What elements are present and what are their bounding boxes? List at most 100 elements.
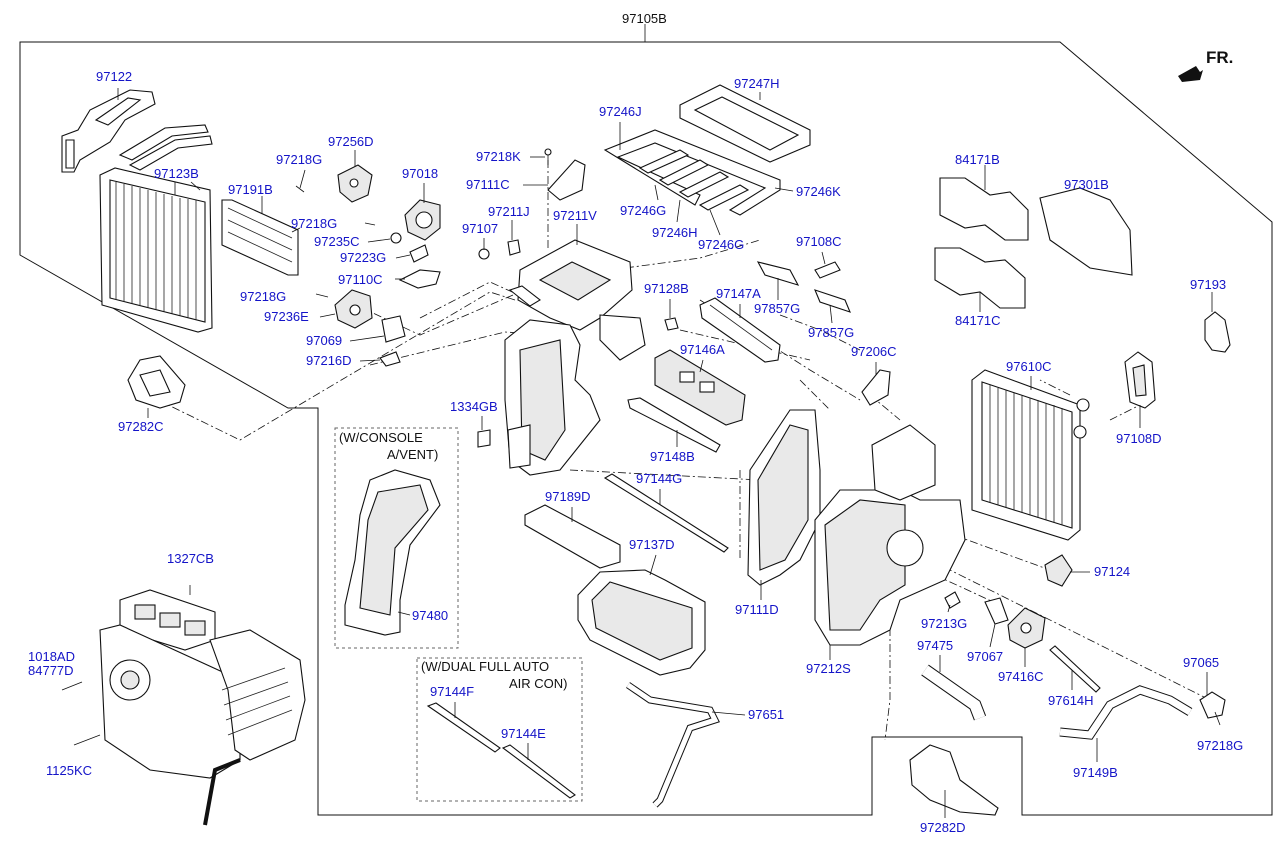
label-97189D[interactable]: 97189D — [545, 489, 591, 504]
label-97111C[interactable]: 97111C — [466, 177, 510, 192]
actuator-97124 — [1044, 554, 1073, 587]
label-97148B[interactable]: 97148B — [650, 449, 695, 464]
label-97282C[interactable]: 97282C — [118, 419, 164, 434]
console-variant-box — [334, 427, 459, 649]
label-97236E[interactable]: 97236E — [264, 309, 309, 324]
label-97218G-b[interactable]: 97218G — [291, 216, 337, 231]
label-97144F[interactable]: 97144F — [430, 684, 474, 699]
label-97218K[interactable]: 97218K — [476, 149, 521, 164]
lever-97110C — [398, 269, 441, 289]
label-97128B[interactable]: 97128B — [644, 281, 689, 296]
label-97107[interactable]: 97107 — [462, 221, 498, 236]
label-97144E[interactable]: 97144E — [501, 726, 546, 741]
label-97108C[interactable]: 97108C — [796, 234, 842, 249]
console-duct-97480 — [344, 469, 441, 636]
pipe-bracket-97122 — [61, 88, 156, 173]
label-97149B[interactable]: 97149B — [1073, 765, 1118, 780]
label-97614H[interactable]: 97614H — [1048, 693, 1094, 708]
label-97857G-b[interactable]: 97857G — [808, 325, 854, 340]
label-97247H[interactable]: 97247H — [734, 76, 780, 91]
upper-case-97211V — [508, 239, 646, 361]
note-dual-auto-line2: AIR CON) — [509, 676, 568, 691]
label-97211J[interactable]: 97211J — [488, 204, 530, 219]
label-97475[interactable]: 97475 — [917, 638, 953, 653]
filter-frame-97247H — [679, 84, 811, 163]
insulator-84171C — [934, 247, 1026, 312]
label-1125KC[interactable]: 1125KC — [46, 763, 92, 778]
assembly-number: 97105B — [622, 11, 667, 26]
insulator-84171B — [939, 165, 1029, 241]
lever-97216D — [379, 351, 401, 367]
screw-97218K — [544, 148, 552, 165]
label-97235C[interactable]: 97235C — [314, 234, 360, 249]
label-97216D[interactable]: 97216D — [306, 353, 352, 368]
label-97018[interactable]: 97018 — [402, 166, 438, 181]
label-97191B[interactable]: 97191B — [228, 182, 273, 197]
hvac-assembly-overview — [61, 585, 306, 826]
label-97246K[interactable]: 97246K — [796, 184, 841, 199]
label-97282D[interactable]: 97282D — [920, 820, 966, 835]
label-97212S[interactable]: 97212S — [806, 661, 851, 676]
shaft-97144E — [501, 744, 576, 799]
label-97067[interactable]: 97067 — [967, 649, 1003, 664]
label-97246J[interactable]: 97246J — [599, 104, 642, 119]
label-97110C[interactable]: 97110C — [338, 272, 383, 287]
label-97193[interactable]: 97193 — [1190, 277, 1226, 292]
label-97146A[interactable]: 97146A — [680, 342, 725, 357]
label-97124[interactable]: 97124 — [1094, 564, 1130, 579]
label-97137D[interactable]: 97137D — [629, 537, 675, 552]
shaft-97144F — [426, 702, 501, 753]
lever-97213G — [944, 591, 961, 609]
label-97651[interactable]: 97651 — [748, 707, 784, 722]
label-97256D[interactable]: 97256D — [328, 134, 374, 149]
label-97223G[interactable]: 97223G — [340, 250, 386, 265]
lever-97223G — [409, 244, 429, 263]
note-console-line2: A/VENT) — [387, 447, 438, 462]
label-97111D[interactable]: 97111D — [735, 602, 779, 617]
label-84171B[interactable]: 84171B — [955, 152, 1000, 167]
label-97218G-a[interactable]: 97218G — [276, 152, 322, 167]
label-97213G[interactable]: 97213G — [921, 616, 967, 631]
evaporator-97610C — [971, 369, 1090, 541]
label-97123B[interactable]: 97123B — [154, 166, 199, 181]
clip-97128B — [664, 317, 679, 331]
tray-97189D — [524, 504, 621, 569]
label-97416C[interactable]: 97416C — [998, 669, 1044, 684]
label-97246H[interactable]: 97246H — [652, 225, 698, 240]
actuator-97236E — [334, 289, 373, 329]
seal-97108D — [1124, 351, 1156, 409]
label-97246G-a[interactable]: 97246G — [620, 203, 666, 218]
label-1018AD[interactable]: 1018AD — [28, 649, 75, 664]
drain-pan-97137D — [577, 569, 706, 676]
actuator-97256D — [337, 150, 373, 203]
label-97301B[interactable]: 97301B — [1064, 177, 1109, 192]
actuator-97018 — [404, 183, 441, 241]
label-97206C[interactable]: 97206C — [851, 344, 897, 359]
label-97065[interactable]: 97065 — [1183, 655, 1219, 670]
clip-1334GB — [477, 429, 491, 448]
label-97211V[interactable]: 97211V — [553, 208, 597, 223]
label-84171C[interactable]: 84171C — [955, 313, 1001, 328]
label-97246G-b[interactable]: 97246G — [698, 237, 744, 252]
heater-core-bracket-97191B — [221, 196, 299, 276]
sensor-97614H — [1049, 645, 1101, 693]
label-97218G-c[interactable]: 97218G — [240, 289, 286, 304]
label-97147A[interactable]: 97147A — [716, 286, 761, 301]
label-1327CB[interactable]: 1327CB — [167, 551, 214, 566]
insulator-97301B — [1039, 187, 1133, 276]
label-97144G[interactable]: 97144G — [636, 471, 682, 486]
hose-97475 — [921, 664, 987, 721]
label-97069[interactable]: 97069 — [306, 333, 342, 348]
label-97610C[interactable]: 97610C — [1006, 359, 1052, 374]
label-97122[interactable]: 97122 — [96, 69, 132, 84]
label-84777D[interactable]: 84777D — [28, 663, 74, 678]
label-1334GB[interactable]: 1334GB — [450, 399, 498, 414]
label-97480[interactable]: 97480 — [412, 608, 448, 623]
label-97108D[interactable]: 97108D — [1116, 431, 1162, 446]
hose-97149B — [1059, 685, 1193, 740]
label-97857G-a[interactable]: 97857G — [754, 301, 800, 316]
duct-97282D — [909, 744, 999, 816]
screw-97218G-a — [295, 169, 306, 193]
label-97218G-d[interactable]: 97218G — [1197, 738, 1243, 753]
